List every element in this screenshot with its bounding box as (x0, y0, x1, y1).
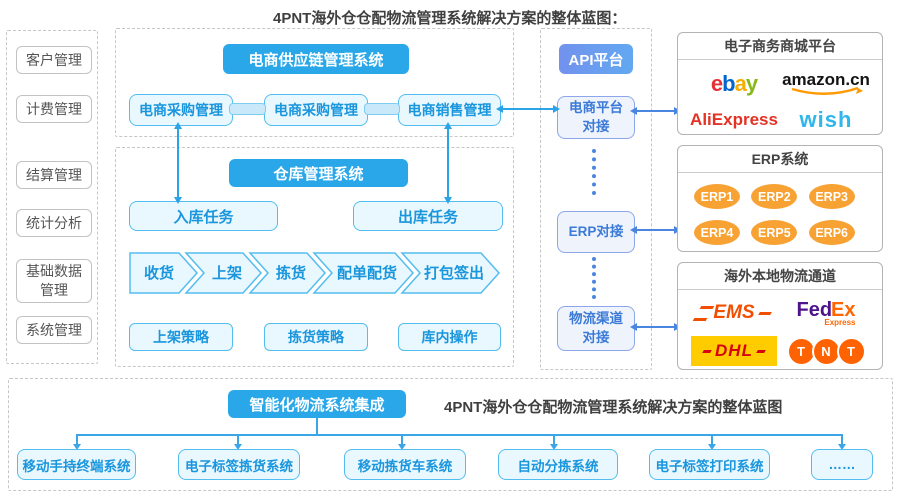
erp-pill: ERP4 (694, 220, 740, 245)
ebay-letter: y (745, 71, 758, 96)
tnt-logo: T N T (786, 336, 866, 366)
api-section: API平台 电商平台对接 ERP对接 物流渠道对接 (540, 28, 652, 370)
chevron-receive (129, 252, 199, 294)
erp-pill: ERP6 (808, 220, 855, 245)
chevron-pack (400, 252, 501, 294)
system-auto-sorting: 自动分拣系统 (498, 449, 618, 480)
tnt-circle: T (786, 336, 816, 366)
system-label-printing: 电子标签打印系统 (649, 449, 770, 480)
arrow-api-erp (630, 225, 681, 234)
connector-tube (229, 103, 266, 115)
logistics-logo-grid: EMS FedEx Express DHL T N T (678, 290, 882, 376)
strategy-picking: 拣货策略 (264, 323, 368, 351)
tree-drop-arrow (549, 434, 558, 450)
outbound-task-box: 出库任务 (353, 201, 503, 231)
bottom-section: 智能化物流系统集成 4PNT海外仓仓配物流管理系统解决方案的整体蓝图 移动手持终… (8, 378, 893, 491)
api-header: API平台 (559, 44, 633, 74)
process-flow-chevrons: 收货 上架 拣货 配单配货 打包签出 (129, 252, 501, 294)
erp-pill-grid: ERP1 ERP2 ERP3 ERP4 ERP5 ERP6 (678, 173, 882, 245)
system-label-picking: 电子标签拣货系统 (178, 449, 300, 480)
logistics-panel-title: 海外本地物流通道 (678, 263, 882, 290)
tree-horizontal-line (76, 434, 843, 436)
arrow-api-mall (630, 106, 681, 115)
dotted-connector (592, 257, 596, 299)
chevron-shelve (184, 252, 263, 294)
tree-drop-arrow (837, 434, 846, 450)
mall-platform-panel: 电子商务商城平台 ebay amazon.cn AliExpress wish (677, 32, 883, 135)
chevron-pick (248, 252, 327, 294)
chevron-allocate (312, 252, 415, 294)
erp-pill: ERP2 (751, 184, 798, 209)
system-mobile-cart: 移动拣货车系统 (344, 449, 466, 480)
arrow-sales-api (496, 104, 560, 113)
sidebar-item-settlement: 结算管理 (16, 161, 92, 189)
flow-step-label: 配单配货 (337, 264, 397, 282)
erp-panel: ERP系统 ERP1 ERP2 ERP3 ERP4 ERP5 ERP6 (677, 145, 883, 252)
api-node-logistics: 物流渠道对接 (557, 306, 635, 351)
dhl-logo: DHL (691, 336, 777, 366)
flow-step-label: 拣货 (276, 264, 306, 282)
erp-pill: ERP3 (808, 184, 855, 209)
fedex-fed: Fed (796, 298, 833, 321)
system-mobile-terminal: 移动手持终端系统 (17, 449, 136, 480)
arrow-sales-outbound (443, 122, 452, 204)
fedex-express: Express (824, 317, 856, 327)
ecom-module-purchase-1: 电商采购管理 (129, 94, 233, 126)
inbound-task-box: 入库任务 (129, 201, 278, 231)
logistics-panel: 海外本地物流通道 EMS FedEx Express DHL T N T (677, 262, 883, 370)
flow-step-label: 上架 (212, 265, 242, 282)
amazon-logo: amazon.cn (782, 71, 870, 97)
wish-logo: wish (799, 107, 853, 132)
sidebar-item-statistics: 统计分析 (16, 209, 92, 237)
fedex-ex: Ex (831, 298, 856, 321)
sidebar-item-base-data: 基础数据管理 (16, 259, 92, 303)
arrow-purchase-inbound (173, 122, 182, 204)
mall-logo-grid: ebay amazon.cn AliExpress wish (678, 60, 882, 144)
sidebar-item-customer: 客户管理 (16, 46, 92, 74)
aliexpress-logo: AliExpress (690, 110, 778, 129)
erp-pill: ERP1 (694, 184, 740, 209)
api-node-ecom-platform: 电商平台对接 (557, 96, 635, 139)
api-node-erp: ERP对接 (557, 211, 635, 253)
strategy-shelving: 上架策略 (129, 323, 233, 351)
arrow-api-logistics (630, 322, 681, 331)
dhl-text: DHL (715, 341, 753, 360)
ebay-letter: b (722, 71, 735, 96)
amazon-word: amazon (782, 70, 846, 89)
bottom-caption: 4PNT海外仓仓配物流管理系统解决方案的整体蓝图 (444, 399, 783, 416)
tree-drop-arrow (72, 434, 81, 450)
ecom-module-purchase-2: 电商采购管理 (264, 94, 368, 126)
flow-step-label: 打包签出 (424, 264, 484, 282)
ecom-section: 电商供应链管理系统 电商采购管理 电商采购管理 电商销售管理 (115, 28, 514, 137)
sidebar-item-system: 系统管理 (16, 316, 92, 344)
warehouse-operations: 库内操作 (398, 323, 501, 351)
ebay-logo: ebay (710, 71, 758, 97)
dotted-connector (592, 149, 596, 195)
erp-pill: ERP5 (751, 220, 798, 245)
flow-step-label: 收货 (144, 264, 174, 282)
wms-section: 仓库管理系统 入库任务 出库任务 收货 上架 拣货 配单配货 打包签出 上架策略… (115, 147, 514, 367)
amazon-text: amazon.cn (782, 70, 870, 89)
sidebar-item-billing: 计费管理 (16, 95, 92, 123)
sidebar-group: 客户管理 计费管理 结算管理 统计分析 基础数据管理 系统管理 (6, 30, 98, 364)
fedex-logo: FedEx Express (796, 300, 855, 327)
system-ellipsis: …… (811, 449, 873, 480)
amazon-smile-icon (791, 87, 863, 95)
tree-drop-arrow (707, 434, 716, 450)
tnt-circle: T (836, 336, 866, 366)
tree-drop-arrow (233, 434, 242, 450)
wms-header: 仓库管理系统 (229, 159, 408, 187)
erp-panel-title: ERP系统 (678, 146, 882, 173)
ebay-letter: e (710, 71, 723, 96)
tree-stem (316, 418, 318, 435)
ems-logo: EMS (697, 302, 770, 324)
ebay-letter: a (734, 71, 747, 96)
amazon-suffix: .cn (845, 70, 870, 89)
mall-platform-title: 电子商务商城平台 (678, 33, 882, 60)
ecom-header: 电商供应链管理系统 (223, 44, 409, 74)
page-title: 4PNT海外仓仓配物流管理系统解决方案的整体蓝图： (273, 10, 627, 27)
tree-drop-arrow (397, 434, 406, 450)
connector-tube (364, 103, 400, 115)
bottom-header: 智能化物流系统集成 (228, 390, 406, 418)
